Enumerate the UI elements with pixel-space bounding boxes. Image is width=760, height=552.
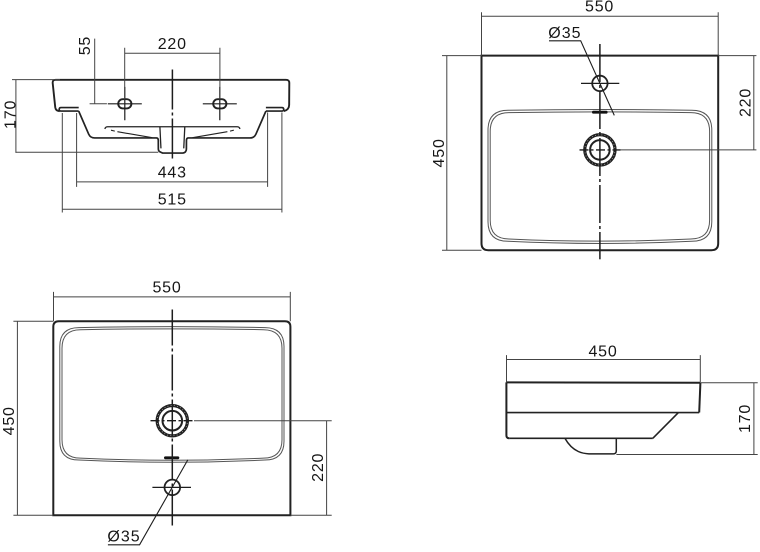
svg-text:450: 450 (431, 138, 448, 167)
svg-text:170: 170 (737, 404, 754, 433)
svg-text:Ø35: Ø35 (548, 25, 581, 42)
svg-text:55: 55 (77, 36, 94, 55)
svg-text:220: 220 (158, 36, 187, 53)
svg-text:220: 220 (310, 453, 327, 482)
svg-text:Ø35: Ø35 (107, 529, 140, 546)
svg-text:550: 550 (585, 0, 614, 16)
svg-text:550: 550 (152, 279, 181, 296)
svg-text:443: 443 (158, 164, 187, 181)
svg-text:450: 450 (1, 406, 18, 435)
svg-text:515: 515 (158, 192, 187, 209)
svg-text:450: 450 (588, 343, 617, 360)
svg-text:170: 170 (2, 100, 19, 129)
svg-text:220: 220 (738, 88, 755, 117)
